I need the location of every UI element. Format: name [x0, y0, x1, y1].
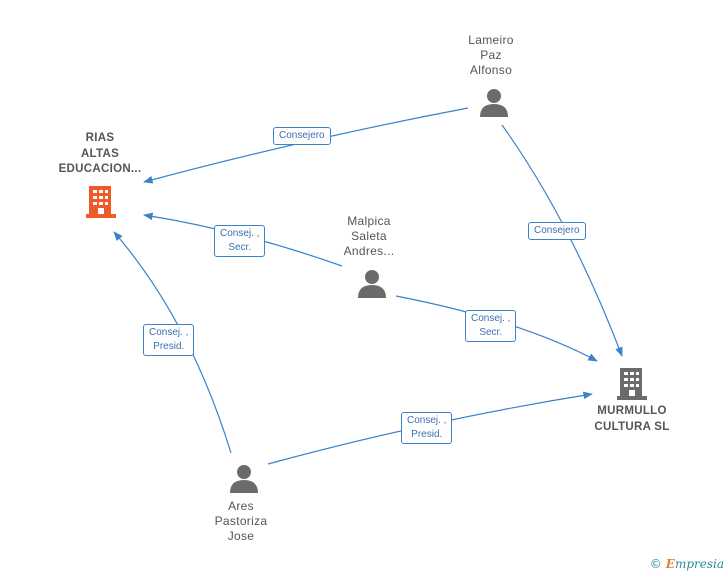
label-line: CULTURA SL: [594, 420, 670, 433]
edge-label-text: Consejero: [279, 130, 325, 141]
person-icon[interactable]: [357, 269, 387, 299]
label-line: ALTAS: [80, 147, 120, 160]
label-line: Paz: [480, 48, 502, 62]
person-label-malpica[interactable]: Malpica Saleta Andres...: [319, 214, 419, 259]
edge-label-text: Consej. ,: [407, 415, 447, 426]
edge-label-text: Consej. ,: [149, 327, 189, 338]
edge-label-malpica-rias[interactable]: Consej. , Secr.: [214, 225, 266, 257]
label-line: Ares: [228, 499, 254, 513]
edge-label-lameiro-murmullo[interactable]: Consejero: [528, 222, 586, 240]
person-label-ares[interactable]: Ares Pastoriza Jose: [191, 499, 291, 544]
company-label-rias[interactable]: RIAS ALTAS EDUCACION...: [40, 131, 160, 178]
label-line: Jose: [227, 529, 255, 543]
edge-label-lameiro-rias[interactable]: Consejero: [273, 127, 331, 145]
person-icon[interactable]: [229, 464, 259, 494]
label-line: MURMULLO: [597, 405, 667, 417]
label-line: EDUCACION...: [58, 163, 142, 175]
person-icon[interactable]: [479, 88, 509, 118]
edge-label-text: Secr.: [479, 327, 503, 338]
brand-watermark: ©Empresia: [650, 557, 724, 571]
edge-label-text: Presid.: [411, 429, 443, 440]
edge-label-text: Consejero: [534, 225, 580, 236]
edge-label-text: Consej. ,: [471, 313, 511, 324]
edge-label-text: Consej. ,: [220, 228, 260, 239]
brand-name: mpresia: [674, 557, 724, 571]
person-label-lameiro[interactable]: Lameiro Paz Alfonso: [441, 33, 541, 78]
label-line: Pastoriza: [214, 514, 268, 528]
label-line: RIAS: [85, 132, 115, 144]
company-label-murmullo[interactable]: MURMULLO CULTURA SL: [572, 404, 692, 435]
label-line: Saleta: [351, 229, 387, 243]
edge-label-ares-murmullo[interactable]: Consej. , Presid.: [401, 412, 453, 444]
edge-label-ares-rias[interactable]: Consej. , Presid.: [143, 324, 195, 356]
edge-lameiro-murmullo: [501, 124, 623, 357]
label-line: Andres...: [343, 244, 395, 258]
edge-label-text: Secr.: [228, 242, 252, 253]
label-line: Alfonso: [469, 63, 513, 77]
label-line: Lameiro: [468, 33, 514, 47]
building-icon[interactable]: [617, 366, 647, 400]
label-line: Malpica: [347, 214, 391, 228]
edge-label-text: Presid.: [153, 341, 185, 352]
edge-label-malpica-murmullo[interactable]: Consej. , Secr.: [465, 310, 517, 342]
copyright-icon: ©: [649, 557, 662, 571]
brand-initial: E: [665, 557, 675, 571]
edge-lameiro-rias: [143, 107, 469, 184]
building-icon[interactable]: [86, 184, 116, 218]
